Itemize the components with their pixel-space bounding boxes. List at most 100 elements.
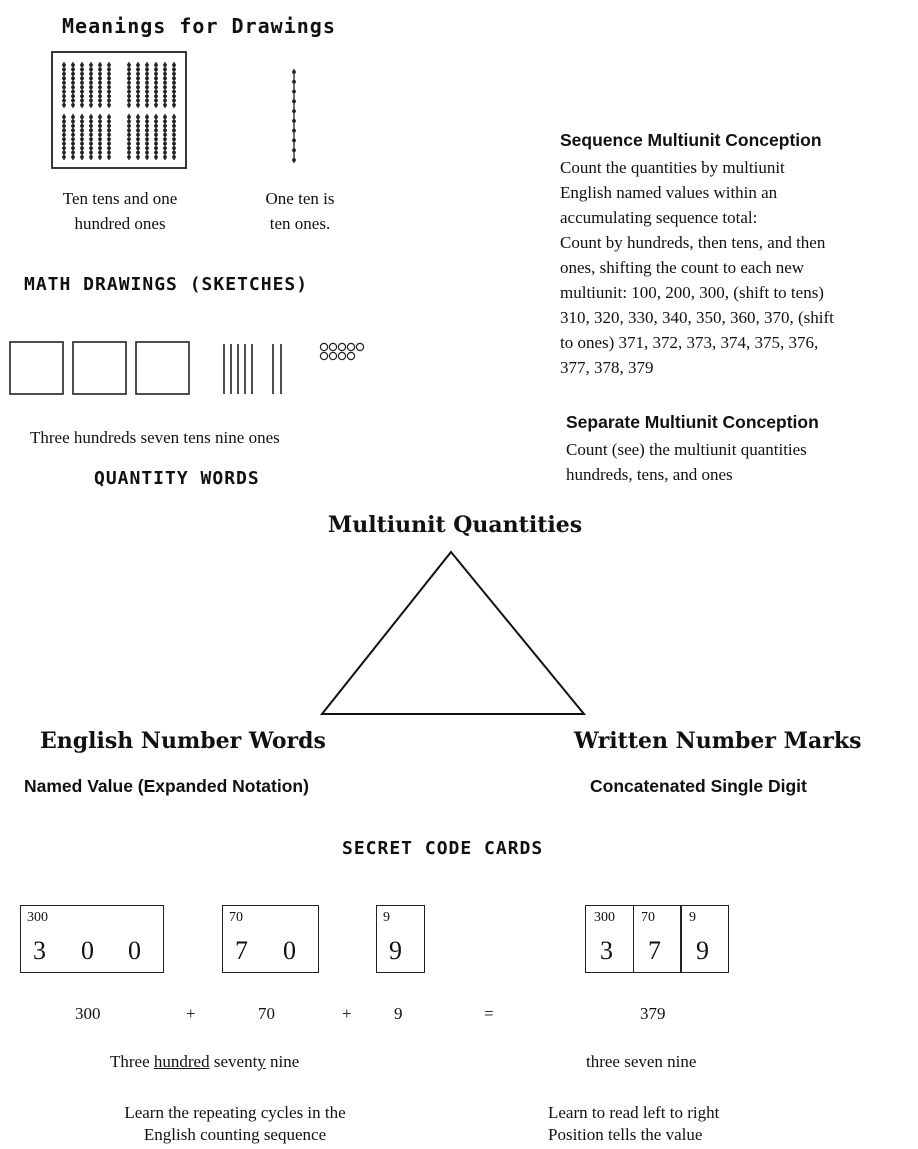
triangle-top-label: Multiunit Quantities [327,512,583,538]
words-left-hundred: hundred [153,1052,210,1071]
combined-300-digit: 3 [600,936,613,965]
hundred-stick-top-10 [154,62,158,108]
card-9-digit: 9 [389,936,402,965]
hundred-square-2 [72,341,127,395]
hundred-stick-bottom-1 [62,114,66,160]
sequence-line-2: English named values within an [560,183,778,202]
hundred-stick-top-6 [107,62,111,108]
card-300-digit-1: 3 [33,936,46,965]
separate-text: Count (see) the multiunit quantities hun… [566,437,906,487]
hundred-stick-bottom-3 [80,114,84,160]
caption-one-ten-line-2: ten ones. [269,214,331,233]
triangle-shape [319,550,587,715]
hundred-stick-top-9 [145,62,149,108]
separate-line-2: hundreds, tens, and ones [566,465,733,484]
triangle-right-sub: Concatenated Single Digit [590,776,807,796]
caption-ten-tens-line-1: Ten tens and one [62,189,178,208]
hundred-square-3 [135,341,190,395]
hundred-stick-top-11 [163,62,167,108]
hundred-stick-top-1 [62,62,66,108]
combined-70-digit: 7 [648,936,661,965]
equation-plus-1: + [186,1004,196,1023]
learn-left-line-2: English counting sequence [143,1125,327,1144]
hundred-stick-bottom-4 [89,114,93,160]
caption-ten-tens-line-2: hundred ones [74,214,166,233]
sketch-drawing [9,341,365,395]
equation-70: 70 [258,1004,275,1023]
card-300-small: 300 [27,910,48,925]
equation-9: 9 [394,1004,403,1023]
learn-left-line-1: Learn the repeating cycles in the [124,1103,346,1122]
sequence-text: Count the quantities by multiunit Englis… [560,155,912,380]
words-left-pre: Three [110,1052,154,1071]
caption-one-ten: One ten is ten ones. [240,186,360,236]
words-left-post: nine [265,1052,300,1071]
hundred-stick-bottom-2 [71,114,75,160]
combined-card-9[interactable]: 9 9 [681,905,729,973]
hundred-stick-top-8 [136,62,140,108]
triangle-right-label: Written Number Marks [574,728,862,754]
hundred-stick-bottom-10 [154,114,158,160]
card-300-digit-2: 0 [81,936,94,965]
sequence-line-4: Count by hundreds, then tens, and then [560,233,826,252]
separate-title: Separate Multiunit Conception [566,412,819,432]
number-words-right: three seven nine [586,1052,697,1071]
equation-300: 300 [75,1004,101,1023]
sketch-caption: Three hundreds seven tens nine ones [30,428,280,447]
sequence-line-6: multiunit: 100, 200, 300, (shift to tens… [560,283,824,302]
combined-9-digit: 9 [696,936,709,965]
sequence-line-7: 310, 320, 330, 340, 350, 360, 370, (shif… [560,308,834,327]
learn-right-line-1: Learn to read left to right [548,1103,720,1122]
combined-70-small: 70 [641,910,655,925]
card-300[interactable]: 300 3 0 0 [20,905,164,973]
caption-one-ten-line-1: One ten is [265,189,335,208]
equation-379: 379 [640,1004,666,1023]
learn-left: Learn the repeating cycles in the Englis… [60,1102,410,1146]
hundred-stick-bottom-7 [127,114,131,160]
card-9[interactable]: 9 9 [376,905,425,973]
math-drawings-heading: MATH DRAWINGS (SKETCHES) [24,274,309,295]
hundred-stick-bottom-8 [136,114,140,160]
secret-code-heading: SECRET CODE CARDS [342,838,544,859]
triangle-left-label: English Number Words [40,728,326,754]
card-70-digit-1: 7 [235,936,248,965]
combined-card-70[interactable]: 70 7 [633,905,681,973]
card-70-small: 70 [229,910,243,925]
sequence-line-1: Count the quantities by multiunit [560,158,785,177]
card-9-small: 9 [383,910,390,925]
card-70[interactable]: 70 7 0 [222,905,319,973]
equation-equals: = [484,1004,494,1023]
words-left-y: y [257,1052,266,1071]
hundred-square-1 [9,341,64,395]
hundred-box-drawing [51,51,187,169]
triangle-left-sub: Named Value (Expanded Notation) [24,776,309,796]
learn-right: Learn to read left to right Position tel… [548,1102,888,1146]
ten-stick-drawing [292,69,296,163]
hundred-stick-bottom-12 [172,114,176,160]
sequence-line-8: to ones) 371, 372, 373, 374, 375, 376, [560,333,819,352]
words-left-mid: sevent [209,1052,258,1071]
hundred-stick-bottom-5 [98,114,102,160]
equation-plus-2: + [342,1004,352,1023]
sequence-line-3: accumulating sequence total: [560,208,758,227]
combined-9-small: 9 [689,910,696,925]
drawings-heading: Meanings for Drawings [62,14,336,38]
sequence-line-9: 377, 378, 379 [560,358,654,377]
single-ten-stick [292,69,296,163]
hundred-stick-top-5 [98,62,102,108]
hundred-stick-top-7 [127,62,131,108]
hundred-stick-top-12 [172,62,176,108]
combined-300-small: 300 [594,910,615,925]
card-300-digit-3: 0 [128,936,141,965]
hundred-stick-bottom-11 [163,114,167,160]
hundred-stick-bottom-9 [145,114,149,160]
number-words-left: Three hundred seventy nine [110,1052,299,1072]
hundred-stick-top-2 [71,62,75,108]
card-70-digit-2: 0 [283,936,296,965]
sequence-title: Sequence Multiunit Conception [560,130,822,150]
hundred-stick-top-3 [80,62,84,108]
combined-card-300[interactable]: 300 3 [585,905,634,973]
caption-ten-tens: Ten tens and one hundred ones [30,186,210,236]
quantity-words-heading: QUANTITY WORDS [94,468,260,489]
sequence-line-5: ones, shifting the count to each new [560,258,805,277]
